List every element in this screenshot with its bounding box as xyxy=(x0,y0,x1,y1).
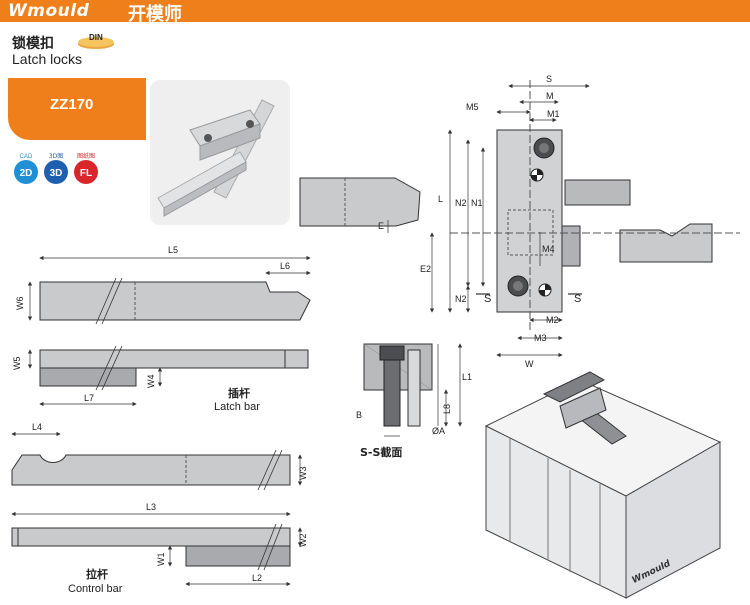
dim-l2: L2 xyxy=(252,573,262,583)
dim-m3: M3 xyxy=(534,333,547,343)
dim-w1: W1 xyxy=(156,553,166,567)
badge-3d-icon[interactable]: 3D 3D图 xyxy=(44,153,68,184)
dim-m2: M2 xyxy=(546,315,559,325)
din-badge-label: DIN xyxy=(89,33,103,42)
dim-l: L xyxy=(438,194,443,204)
badge-2d-top: CAD xyxy=(20,154,33,160)
latch-bar-en: Latch bar xyxy=(214,401,260,413)
dim-w6: W6 xyxy=(15,297,25,311)
control-bar-en: Control bar xyxy=(68,583,123,595)
dim-m: M xyxy=(546,91,554,101)
mold-illustration: Wmould xyxy=(484,371,722,599)
dim-w: W xyxy=(525,359,534,369)
format-badges: 2D CAD 3D 3D图 FL 图纸图 xyxy=(14,152,98,184)
badge-3d-top: 3D图 xyxy=(49,153,63,160)
product-photo xyxy=(150,80,290,225)
dim-l7: L7 xyxy=(84,393,94,403)
dim-m4: M4 xyxy=(542,244,555,254)
dim-m1: M1 xyxy=(547,109,560,119)
header-bar: Wmould 开模师 xyxy=(0,0,750,25)
badge-fl-top: 图纸图 xyxy=(77,152,95,160)
control-bar-drawing: L4 W3 L3 W2 W1 L2 拉杆 Control bar xyxy=(11,422,308,595)
dim-e: E xyxy=(378,221,384,231)
title-english: Latch locks xyxy=(12,51,83,67)
dim-w4: W4 xyxy=(146,375,156,389)
dim-l4: L4 xyxy=(32,422,42,432)
section-view: L1 L8 B ØA S-S截面 xyxy=(356,343,472,459)
title-chinese: 锁模扣 xyxy=(12,36,54,52)
dim-a: ØA xyxy=(432,426,445,436)
dim-e2: E2 xyxy=(420,264,431,274)
dim-l6: L6 xyxy=(280,261,290,271)
brand-logo: Wmould xyxy=(8,1,90,21)
section-label: S-S截面 xyxy=(360,445,402,459)
dim-l1: L1 xyxy=(462,372,472,382)
dim-n2-top: N2 xyxy=(455,198,467,208)
control-bar-cn: 拉杆 xyxy=(86,567,108,581)
section-mark-left: S xyxy=(484,293,491,305)
assembly-view: S M M1 M5 L N2 N1 E E2 M4 N2 M2 M3 W S S xyxy=(299,74,740,369)
badge-fl-label: FL xyxy=(80,168,92,179)
section-mark-right: S xyxy=(574,293,581,305)
dim-w3: W3 xyxy=(298,467,308,481)
dim-l8: L8 xyxy=(442,404,452,414)
product-tab: ZZ170 xyxy=(8,78,146,140)
latch-bar-section xyxy=(299,177,421,227)
badge-3d-label: 3D xyxy=(50,168,63,179)
badge-2d-icon[interactable]: 2D CAD xyxy=(14,154,38,184)
product-code: ZZ170 xyxy=(50,96,94,113)
latch-bar-drawing: L5 L6 W6 W5 W4 L7 插杆 Latch bar xyxy=(12,245,311,413)
brand-chinese: 开模师 xyxy=(128,4,182,25)
badge-fl-icon[interactable]: FL 图纸图 xyxy=(74,152,98,184)
dim-w2: W2 xyxy=(298,534,308,548)
control-bar-section xyxy=(619,223,713,263)
dim-b: B xyxy=(356,410,362,420)
dim-n1: N1 xyxy=(471,198,483,208)
dim-l5: L5 xyxy=(168,245,178,255)
latch-bar-cn: 插杆 xyxy=(228,386,250,400)
latch-lock-render-icon xyxy=(157,99,275,217)
dim-w5: W5 xyxy=(12,357,22,371)
dim-m5: M5 xyxy=(466,102,479,112)
dim-s: S xyxy=(546,74,552,84)
badge-2d-label: 2D xyxy=(20,168,33,179)
dim-l3: L3 xyxy=(146,502,156,512)
din-badge-icon: DIN xyxy=(78,33,114,49)
dim-n2-bottom: N2 xyxy=(455,294,467,304)
